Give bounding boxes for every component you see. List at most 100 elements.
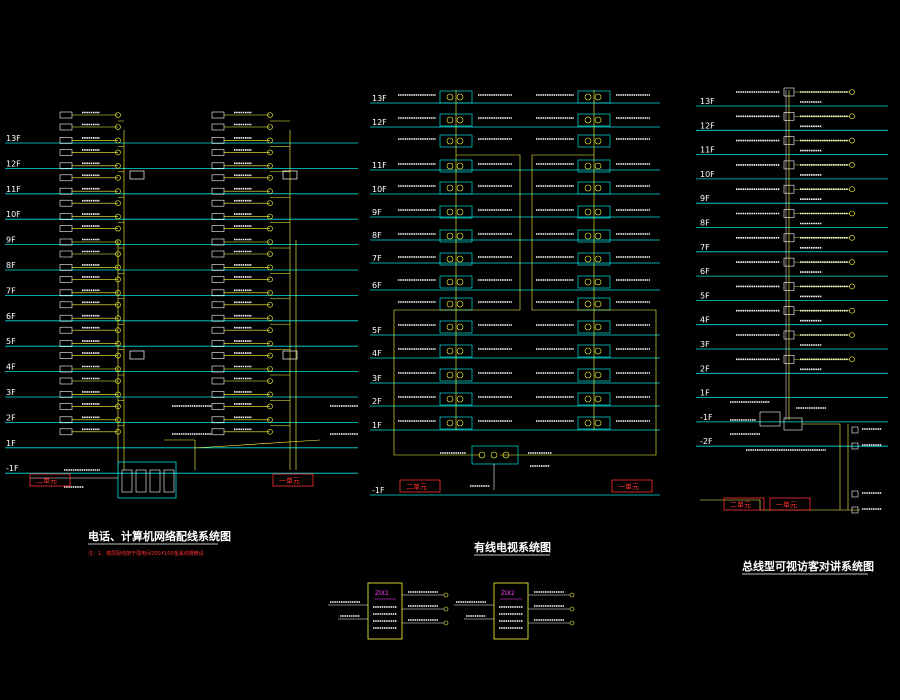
tap-symbol [456,347,464,355]
unit-label: 二单元 [36,476,57,485]
outlet-symbol [115,149,121,156]
tap-symbol [456,371,464,379]
tap-symbol [446,162,454,170]
outlet-symbol [267,137,273,144]
floor-label: 7F [372,254,382,263]
unit-label: 一单元 [776,500,797,509]
outlet-box [211,225,225,232]
main-amplifier-box [471,445,519,465]
unit-label: 二单元 [730,500,751,509]
tap-symbol [456,323,464,331]
outlet-box [211,174,225,182]
indoor-unit-symbol [849,283,855,290]
floor-label: 2F [6,413,16,422]
tap-symbol [584,323,592,331]
outlet-box [211,137,225,144]
unit-label: 一单元 [618,482,639,491]
outlet-box [211,238,225,246]
left-panel-title: 电话、计算机网络配线系统图 [88,529,231,543]
terminal-block [149,469,161,493]
tap-symbol [456,278,464,286]
outlet-box [59,352,73,359]
outlet-symbol [115,175,121,181]
door-station-symbol [851,426,859,434]
tap-symbol [456,255,464,263]
floor-label: 5F [700,291,710,300]
tap-symbol [594,278,602,286]
outlet-box [59,137,73,144]
outlet-symbol [115,137,121,144]
tap-symbol [594,255,602,263]
outlet-box [59,326,73,334]
outlet-box [211,162,225,170]
outlet-box [59,264,73,271]
terminal-block [135,469,147,493]
middle-panel-title: 有线电视系统图 [474,540,551,554]
feed-wire [500,154,657,456]
outlet-symbol [267,289,273,296]
floor-label: -1F [372,486,385,495]
outlet-box [211,149,225,156]
floor-label: 6F [372,281,382,290]
outlet-box [211,199,225,207]
outlet-box [59,301,73,309]
tap-symbol [446,347,454,355]
tap-symbol [584,162,592,170]
tap-symbol [594,184,602,192]
outlet-box [59,391,73,398]
floor-distribution-frame [129,350,145,360]
outlet-symbol [115,213,121,220]
outlet-symbol [115,112,121,118]
outlet-symbol [115,225,121,232]
outlet-box [211,403,225,410]
tap-symbol [456,395,464,403]
tap-symbol [456,208,464,216]
branch-terminal [443,592,449,598]
floor-distribution-frame [129,170,145,180]
outlet-symbol [115,188,121,194]
unit-box [769,497,811,511]
tap-symbol [594,208,602,216]
bus-wire [802,423,849,510]
tap-symbol [584,137,592,145]
floor-label: -1F [700,413,713,422]
tap-symbol [446,232,454,240]
indoor-unit-symbol [849,259,855,265]
outlet-box [59,289,73,297]
distribution-box [493,582,529,640]
tap-symbol [594,300,602,308]
door-station-symbol [851,442,859,450]
outlet-symbol [267,403,273,410]
left-panel-note: 注：1、楼层配线架于弱电间200X100金属线槽敷设 [88,550,204,557]
floor-label: 5F [6,337,16,346]
outlet-symbol [267,327,273,334]
floor-label: 6F [6,312,16,321]
terminal-block [163,469,175,493]
tap-symbol [584,116,592,124]
floor-label: 9F [6,236,16,245]
tap-symbol [594,371,602,379]
tap-symbol [594,162,602,170]
tap-symbol [584,184,592,192]
outlet-symbol [267,352,273,359]
floor-label: 8F [6,261,16,270]
floor-label: 1F [6,439,16,448]
outlet-box [59,174,73,182]
distribution-box [367,582,403,640]
floor-label: 12F [700,121,715,130]
tap-symbol [594,137,602,145]
outlet-symbol [267,391,273,398]
outlet-symbol [267,340,273,347]
outlet-symbol [267,188,273,194]
tap-symbol [446,208,454,216]
tap-symbol [594,93,602,101]
outlet-symbol [267,239,273,245]
outlet-box [59,250,73,258]
outlet-box [59,365,73,373]
telephone-network-diagram: 13F12F11F10F9F8F7F6F5F4F3F2F1F-1F二单元一单元 [5,111,358,499]
outlet-box [211,416,225,424]
splitter-symbol [502,451,510,459]
branch-terminal [443,620,449,626]
